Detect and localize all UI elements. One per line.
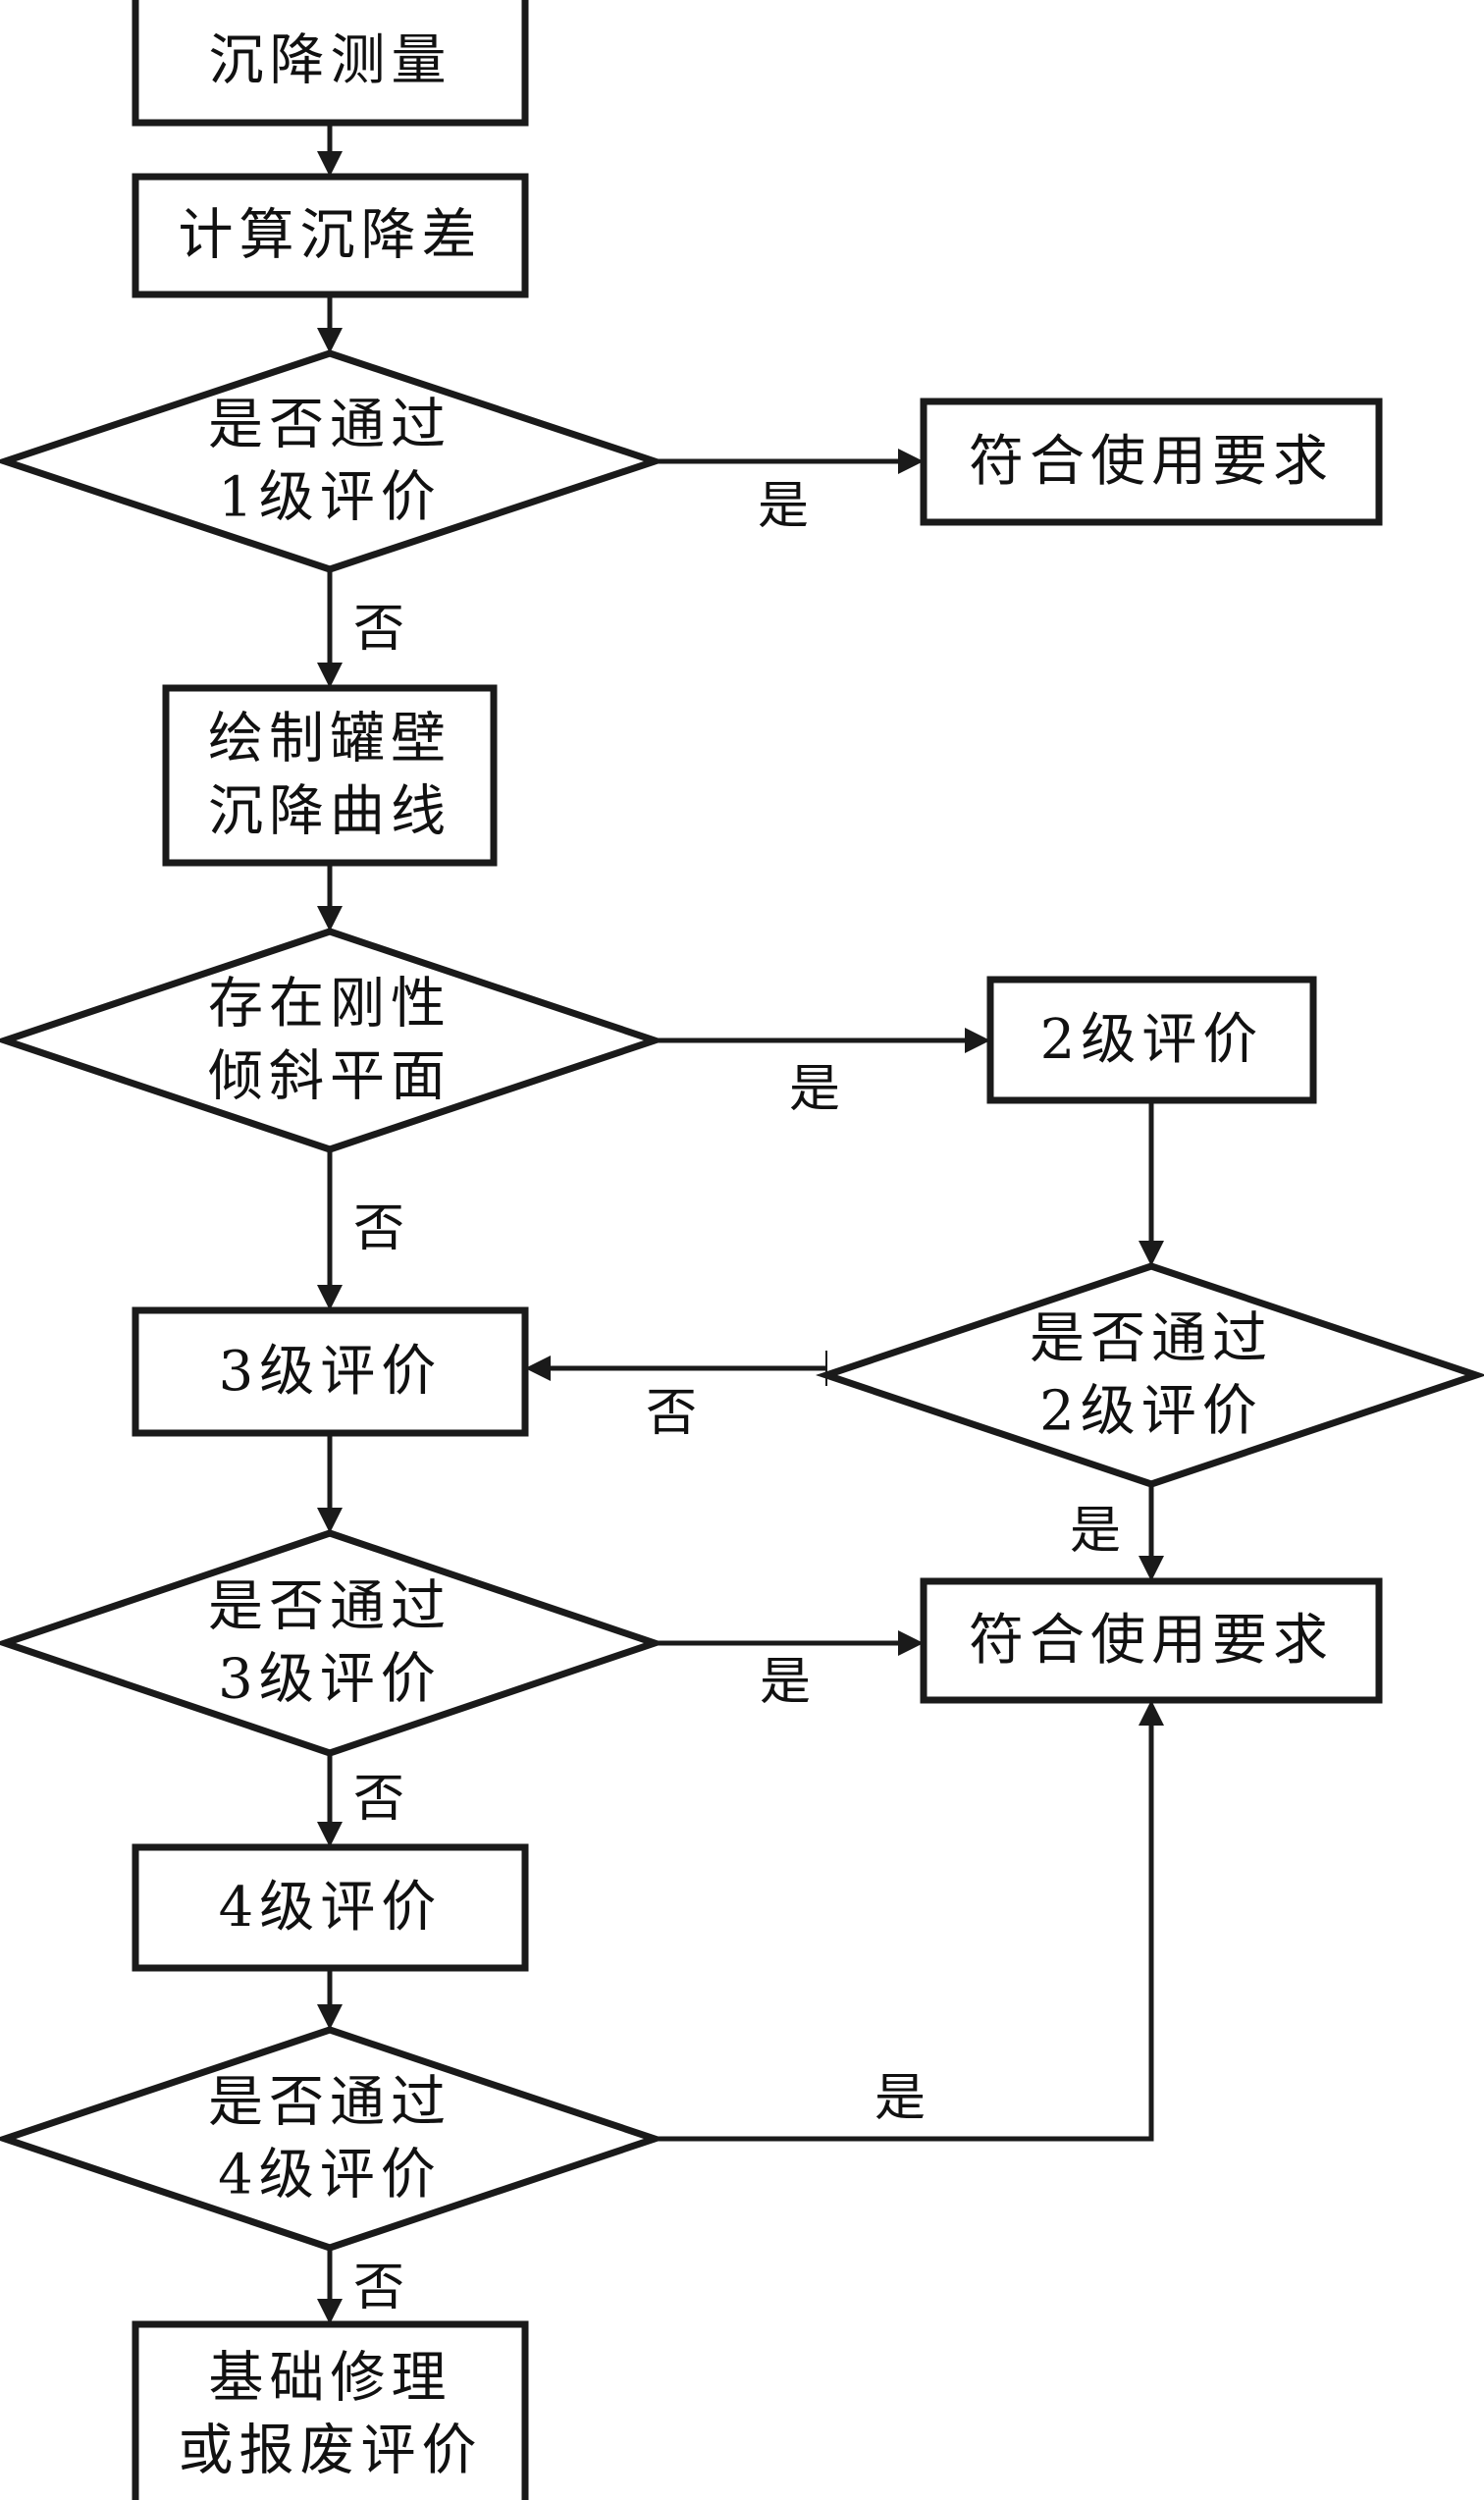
edge-label-yes: 是: [760, 1653, 811, 1712]
process-box: [986, 976, 1317, 1104]
edge-label-yes: 是: [758, 477, 809, 536]
arrowhead-icon: [317, 328, 343, 353]
edge-label-no: 否: [646, 1384, 697, 1443]
process-node-ok2: 符合使用要求: [920, 1577, 1383, 1704]
edge-d4-to-n6: [317, 1753, 343, 1847]
node-label-line: 存在刚性: [208, 973, 451, 1037]
edge-label-yes: 是: [1070, 1502, 1121, 1561]
edge-d1-to-ok1: [655, 449, 924, 474]
node-label-line: 3级评价: [218, 1648, 442, 1712]
edge-d1-to-n3: [317, 569, 343, 688]
node-label-line: 2级评价: [1039, 1380, 1263, 1444]
arrowhead-icon: [1139, 1556, 1164, 1581]
node-label-line: 是否通过: [208, 2071, 451, 2135]
node-label-line: 4级评价: [218, 2144, 442, 2207]
edge-d2-to-n4: [655, 1028, 990, 1053]
edge-d5-to-n7: [317, 2248, 343, 2324]
process-box: [132, 0, 529, 127]
node-label-line: 是否通过: [208, 1575, 451, 1639]
process-box: [162, 684, 498, 867]
arrowhead-icon: [965, 1028, 990, 1053]
edge-d3-to-ok2: [1139, 1484, 1164, 1581]
process-node-n5: 3级评价: [132, 1306, 529, 1437]
node-label-line: 是否通过: [208, 394, 451, 457]
decision-diamond: [0, 928, 666, 1153]
arrowhead-icon: [317, 2299, 343, 2324]
node-label-line: 3级评价: [219, 1340, 443, 1404]
process-box: [132, 173, 529, 298]
process-node-ok1: 符合使用要求: [920, 398, 1383, 526]
edge-n3-to-d2: [317, 863, 343, 931]
arrowhead-icon: [317, 663, 343, 688]
process-node-n6: 4级评价: [132, 1843, 529, 1972]
edge-label-no: 否: [353, 1770, 404, 1829]
edge-d5-to-ok2: [655, 1700, 1164, 2142]
edge-n5-to-d4: [317, 1433, 343, 1533]
arrowhead-icon: [898, 449, 924, 474]
node-label-line: 倾斜平面: [208, 1045, 451, 1109]
decision-diamond: [0, 2026, 666, 2252]
edge-n6-to-d5: [317, 1968, 343, 2030]
edge-label-no: 否: [353, 1199, 404, 1258]
edge-label-yes: 是: [789, 1060, 840, 1119]
arrowhead-icon: [525, 1356, 551, 1381]
node-label-line: 沉降测量: [209, 29, 452, 93]
node-label-line: 符合使用要求: [969, 430, 1334, 494]
decision-diamond: [815, 1262, 1484, 1488]
arrowhead-icon: [317, 1822, 343, 1847]
arrowhead-icon: [317, 1508, 343, 1533]
node-label-line: 绘制罐壁: [208, 708, 451, 771]
edge-n4-to-d3: [1139, 1100, 1164, 1266]
arrowhead-icon: [317, 151, 343, 177]
node-label-line: 是否通过: [1030, 1307, 1273, 1371]
node-label-line: 基础修理: [209, 2347, 452, 2411]
edge-label-yes: 是: [874, 2069, 926, 2128]
edge-n2-to-d1: [317, 294, 343, 353]
node-label-line: 4级评价: [219, 1876, 443, 1940]
decision-diamond: [0, 1529, 665, 1757]
node-label-line: 符合使用要求: [969, 1609, 1334, 1673]
node-label-line: 1级评价: [218, 466, 442, 530]
arrowhead-icon: [317, 906, 343, 931]
decision-diamond: [0, 349, 666, 573]
node-label-line: 计算沉降差: [179, 204, 483, 268]
node-label-line: 或报废评价: [179, 2420, 483, 2483]
decision-node-d5: 是否通过 4级评价: [0, 2026, 666, 2252]
arrowhead-icon: [898, 1630, 924, 1656]
process-box: [920, 398, 1383, 526]
node-label-line: 2级评价: [1040, 1008, 1264, 1072]
decision-node-d1: 是否通过 1级评价: [0, 349, 666, 573]
process-box: [132, 1306, 529, 1437]
node-label-line: 沉降曲线: [208, 780, 451, 844]
edge-label-no: 否: [353, 2259, 404, 2317]
edge-d3-to-n5: [525, 1351, 827, 1386]
arrowhead-icon: [317, 1285, 343, 1310]
edge-d4-to-ok2: [655, 1630, 924, 1656]
edge-label-no: 否: [353, 600, 404, 659]
arrowhead-icon: [317, 2004, 343, 2030]
decision-node-d3: 是否通过 2级评价: [815, 1262, 1484, 1488]
process-box: [132, 2320, 529, 2500]
decision-node-d4: 是否通过 3级评价: [0, 1529, 665, 1757]
connector-line: [655, 1724, 1154, 2142]
edges-layer: [317, 123, 1164, 2324]
edge-n1-to-n2: [317, 123, 343, 177]
process-box: [920, 1577, 1383, 1704]
process-node-n4: 2级评价: [986, 976, 1317, 1104]
arrowhead-icon: [1139, 1700, 1164, 1726]
process-node-n2: 计算沉降差: [132, 173, 529, 298]
edge-d2-to-n5: [317, 1149, 343, 1310]
arrowhead-icon: [1139, 1241, 1164, 1266]
process-node-n1: 沉降测量: [132, 0, 529, 127]
process-box: [132, 1843, 529, 1972]
